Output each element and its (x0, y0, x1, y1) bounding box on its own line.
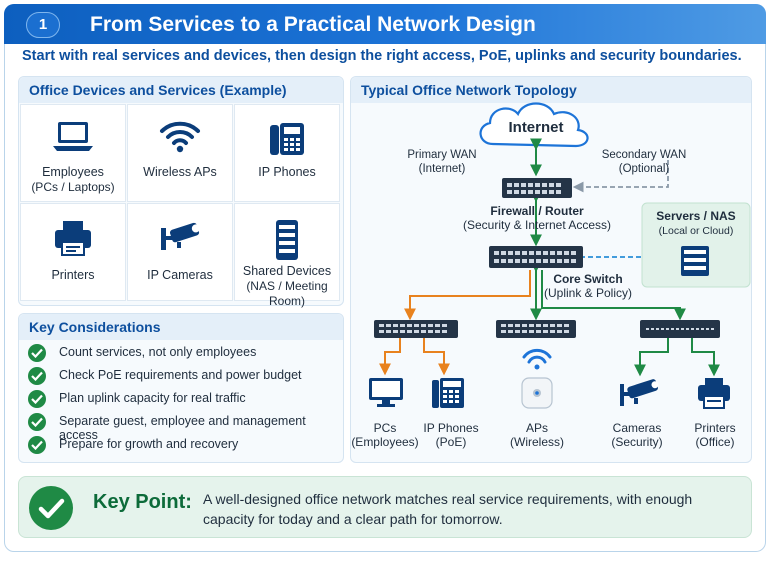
check-icon (29, 486, 73, 530)
device-label: IP Phones (258, 165, 316, 179)
device-card-ip-phones: IP Phones (234, 104, 340, 202)
topology-panel-header: Typical Office Network Topology (351, 77, 751, 103)
check-icon (28, 390, 46, 408)
primary-wan-sub: (Internet) (418, 163, 466, 175)
check-icon (28, 367, 46, 385)
check-icon (28, 344, 46, 362)
internet-label: Internet (508, 119, 564, 136)
device-sublabel: (PCs / Laptops) (31, 180, 115, 194)
firewall-title: Firewall / Router (490, 204, 584, 218)
list-item: Prepare for growth and recovery (28, 436, 338, 456)
laptop-icon (21, 119, 125, 157)
device-label: Employees (42, 165, 104, 179)
camera-icon (128, 218, 232, 256)
core-switch-title: Core Switch (553, 272, 623, 286)
endpoint-title: IP Phones (423, 421, 479, 435)
consideration-text: Count services, not only employees (59, 345, 257, 359)
core-switch-sub: (Uplink & Policy) (543, 286, 633, 300)
endpoint-title: Printers (694, 421, 736, 435)
consideration-text: Plan uplink capacity for real traffic (59, 391, 246, 405)
ip-phone-icon (235, 119, 339, 157)
considerations-panel-header: Key Considerations (19, 314, 343, 340)
check-icon (28, 413, 46, 431)
check-icon (28, 436, 46, 454)
page-title: From Services to a Practical Network Des… (90, 13, 536, 36)
device-label: Printers (51, 268, 95, 282)
device-label: Wireless APs (143, 165, 217, 179)
servers-title: Servers / NAS (656, 209, 736, 223)
endpoint-title: Cameras (612, 421, 662, 435)
list-item: Plan uplink capacity for real traffic (28, 390, 338, 410)
list-item: Check PoE requirements and power budget (28, 367, 338, 387)
devices-grid: Employees(PCs / Laptops) Wireless APs IP… (20, 104, 342, 308)
key-point-text: A well-designed office network matches r… (203, 491, 693, 527)
core-switch-label: Core Switch (Uplink & Policy) (540, 272, 636, 300)
servers-sub: (Local or Cloud) (658, 225, 734, 237)
endpoint-title: PCs (373, 421, 397, 435)
endpoint-title: APs (525, 421, 548, 435)
topology-panel-title: Typical Office Network Topology (361, 82, 577, 98)
title-bar: 1 From Services to a Practical Network D… (4, 4, 766, 44)
device-card-ip-cameras: IP Cameras (127, 203, 233, 301)
consideration-text: Separate guest, employee and management … (59, 414, 306, 442)
secondary-wan-label: Secondary WAN (Optional) (600, 148, 688, 176)
consideration-text: Check PoE requirements and power budget (59, 368, 302, 382)
firewall-sub: (Security & Internet Access) (462, 218, 612, 232)
server-icon (235, 218, 339, 260)
list-item: Separate guest, employee and management … (28, 413, 338, 442)
device-label: Shared Devices (242, 264, 332, 278)
primary-wan-text: Primary WAN (407, 149, 477, 161)
endpoint-sub: (Security) (611, 435, 663, 449)
endpoint-label-ip-phones: IP Phones (PoE) (414, 421, 488, 449)
endpoint-label-cameras: Cameras (Security) (600, 421, 674, 449)
endpoint-label-aps: APs (Wireless) (500, 421, 574, 449)
endpoint-sub: (Employees) (351, 435, 419, 449)
key-point-box: Key Point: A well-designed office networ… (18, 476, 752, 538)
device-card-employees: Employees(PCs / Laptops) (20, 104, 126, 202)
endpoint-sub: (PoE) (435, 435, 467, 449)
endpoint-label-pcs: PCs (Employees) (348, 421, 422, 449)
wifi-icon (128, 119, 232, 157)
servers-label: Servers / NAS (Local or Cloud) (644, 209, 748, 238)
device-sublabel: (NAS / Meeting Room) (246, 279, 328, 308)
consideration-text: Prepare for growth and recovery (59, 437, 239, 451)
devices-panel-title: Office Devices and Services (Example) (29, 82, 287, 98)
page-subtitle: Start with real services and devices, th… (22, 48, 742, 64)
device-label: IP Cameras (147, 268, 213, 282)
printer-icon (21, 218, 125, 256)
endpoint-sub: (Wireless) (510, 435, 564, 449)
key-point-title: Key Point: (93, 491, 192, 513)
secondary-wan-text: Secondary WAN (601, 149, 687, 161)
devices-panel-header: Office Devices and Services (Example) (19, 77, 343, 103)
list-item: Count services, not only employees (28, 344, 338, 364)
device-card-wireless-aps: Wireless APs (127, 104, 233, 202)
endpoint-sub: (Office) (695, 435, 735, 449)
endpoint-label-printers: Printers (Office) (678, 421, 752, 449)
considerations-panel: Key Considerations (18, 313, 344, 463)
device-card-shared-devices: Shared Devices(NAS / Meeting Room) (234, 203, 340, 308)
firewall-label: Firewall / Router (Security & Internet A… (455, 204, 619, 232)
device-card-printers: Printers (20, 203, 126, 301)
considerations-panel-title: Key Considerations (29, 319, 161, 335)
secondary-wan-sub: (Optional) (618, 163, 670, 175)
step-badge: 1 (26, 12, 60, 38)
primary-wan-label: Primary WAN (Internet) (404, 148, 480, 176)
